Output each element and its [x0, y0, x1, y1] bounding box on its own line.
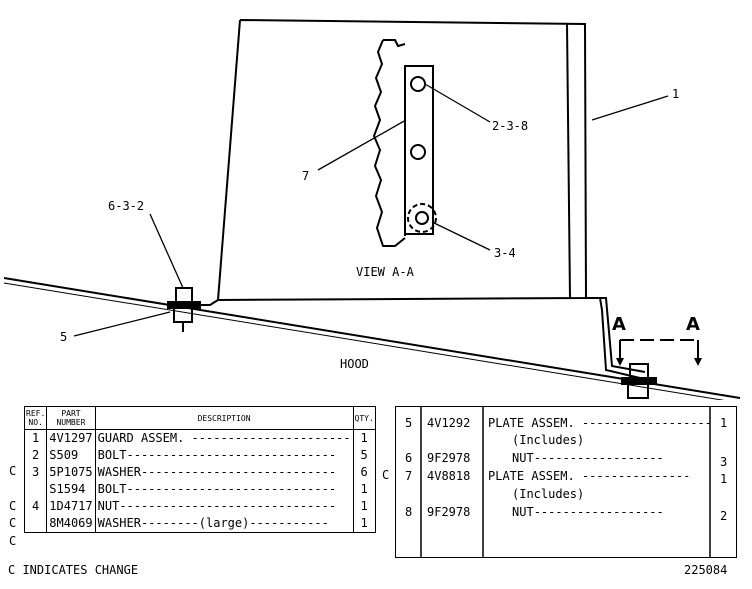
description-text: NUT [512, 451, 534, 465]
header-ref-no: REF. NO. [23, 406, 48, 430]
qty: 2 [720, 509, 728, 523]
ref-no: 4 [24, 498, 48, 515]
description: WASHER--------(large)----------- [95, 515, 354, 533]
header-description: DESCRIPTION [94, 406, 354, 430]
description-text: GUARD ASSEM. [97, 431, 185, 445]
change-legend: C INDICATES CHANGE [8, 563, 139, 577]
ref-no: 2 [24, 447, 48, 464]
ref-no: 7 [405, 469, 413, 483]
section-mark-right: A [686, 314, 700, 335]
ref-no: 6 [405, 451, 413, 465]
callout-7: 7 [302, 169, 310, 183]
header-qty: QTY. [352, 406, 376, 430]
description-text: (Includes) [512, 487, 585, 501]
description-text: NUT [97, 499, 120, 513]
change-flag: C [9, 516, 17, 530]
part-number: S509 [46, 447, 96, 464]
part-number: 4V8818 [427, 469, 471, 483]
part-number: 4V1292 [427, 416, 471, 430]
ref-no [24, 481, 48, 498]
table-row: 2 S509 BOLT-----------------------------… [24, 447, 376, 464]
parts-table-left: REF. NO. PART NUMBER DESCRIPTION QTY. 1 … [23, 406, 376, 533]
ref-no: 1 [24, 429, 48, 447]
part-number: 4V1297 [46, 429, 96, 447]
part-number: 8M4069 [46, 515, 96, 533]
ref-no: 5 [405, 416, 413, 430]
callout-2-3-8: 2-3-8 [492, 119, 529, 133]
description: NUT------------------ [512, 505, 664, 519]
change-flag: C [9, 499, 17, 513]
description-text: PLATE ASSEM. [488, 416, 575, 430]
description-text: WASHER [97, 465, 141, 479]
description-text: BOLT [97, 482, 127, 496]
description: BOLT----------------------------- [95, 481, 354, 498]
callout-1: 1 [672, 87, 680, 101]
part-number: 9F2978 [427, 451, 471, 465]
change-flag: C [382, 468, 390, 482]
description-text: BOLT [97, 448, 127, 462]
table-row: 4 1D4717 NUT----------------------------… [24, 498, 376, 515]
ref-no: 3 [24, 464, 48, 481]
description-text: WASHER [97, 516, 141, 530]
table-row: 3 5P1075 WASHER-------------------------… [24, 464, 376, 481]
qty: 1 [360, 482, 368, 496]
change-flag: C [9, 464, 17, 478]
change-flag: C [9, 534, 17, 548]
callout-3-4: 3-4 [494, 246, 516, 260]
description: PLATE ASSEM. ------------------ [488, 416, 712, 430]
description: NUT------------------------------ [95, 498, 354, 515]
description: WASHER--------------------------- [95, 464, 354, 481]
description-text: NUT [512, 505, 534, 519]
callout-6-3-2: 6-3-2 [108, 199, 145, 213]
part-number: 1D4717 [46, 498, 96, 515]
qty: 1 [360, 499, 368, 513]
hood-label: HOOD [340, 357, 369, 371]
description: NUT------------------ [512, 451, 664, 465]
view-label: VIEW A-A [356, 265, 414, 279]
table-row: 8M4069 WASHER--------(large)----------- … [24, 515, 376, 533]
part-number: 9F2978 [427, 505, 471, 519]
section-mark-left: A [612, 314, 626, 335]
table-rules [420, 407, 711, 557]
qty: 5 [360, 448, 368, 462]
description: BOLT----------------------------- [95, 447, 354, 464]
ref-no: 8 [405, 505, 413, 519]
drawing-number: 225084 [684, 563, 728, 577]
guard-assembly-drawing [3, 19, 741, 400]
callout-5: 5 [60, 330, 68, 344]
parts-table-right: 5 4V1292 PLATE ASSEM. ------------------… [395, 406, 737, 558]
table-row: 1 4V1297 GUARD ASSEM. ------------------… [24, 429, 376, 447]
description-note: (large) [198, 516, 250, 530]
qty: 1 [720, 416, 728, 430]
table-row: S1594 BOLT----------------------------- … [24, 481, 376, 498]
part-number: 5P1075 [46, 464, 96, 481]
description-text: (Includes) [512, 433, 585, 447]
qty: 6 [360, 465, 368, 479]
ref-no [24, 515, 48, 533]
description-text: PLATE ASSEM. [488, 469, 575, 483]
header-part-number: PART NUMBER [46, 406, 96, 430]
description: PLATE ASSEM. --------------- [488, 469, 691, 483]
qty: 1 [360, 431, 368, 445]
part-number: S1594 [46, 481, 96, 498]
qty: 1 [720, 472, 728, 486]
qty: 1 [360, 516, 368, 530]
description: GUARD ASSEM. ---------------------- [95, 429, 354, 447]
qty: 3 [720, 455, 728, 469]
